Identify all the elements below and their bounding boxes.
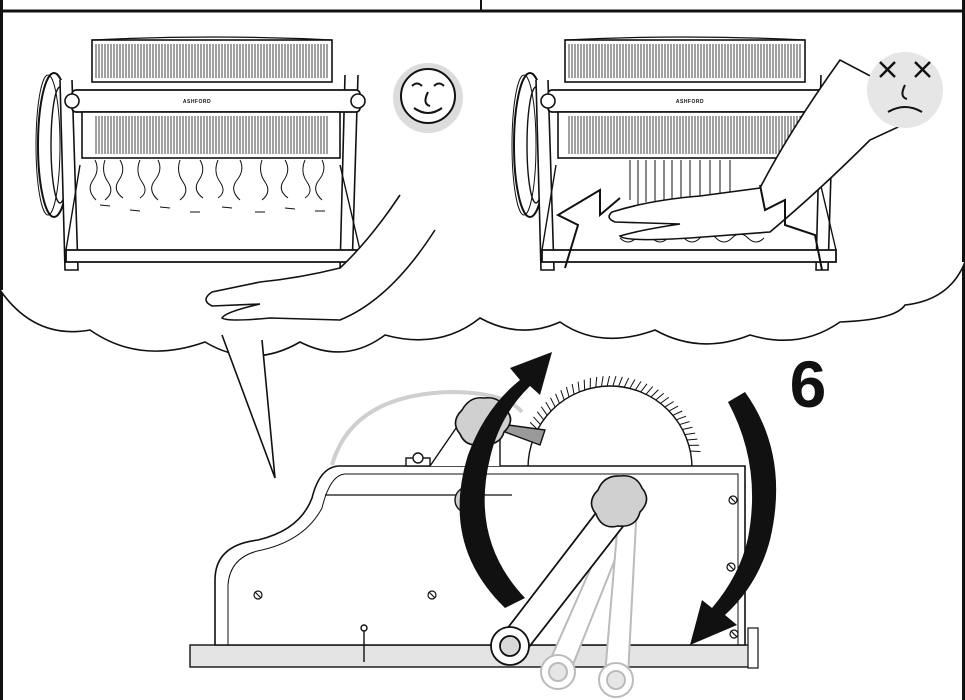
- left-drum-teeth: [95, 44, 328, 154]
- housing-screws: [253, 495, 739, 639]
- thought-cloud-tail: [221, 334, 276, 479]
- rotate-ccw-arrow-icon: [459, 352, 552, 608]
- side-view-post: [360, 624, 368, 662]
- left-brand-label: ASHFORD: [183, 99, 211, 105]
- danger-zigzag-left: [555, 188, 621, 269]
- unhappy-face-icon: [867, 52, 943, 128]
- danger-zigzag-right: [759, 184, 823, 271]
- step-number: 6: [790, 347, 827, 421]
- left-panel-carder: [35, 36, 366, 271]
- thought-cloud: [0, 261, 965, 357]
- left-fibers: [89, 159, 325, 201]
- right-brand-label: ASHFORD: [676, 99, 704, 105]
- left-hand: [205, 194, 436, 321]
- crank-handle[interactable]: [490, 474, 648, 666]
- right-hand: [608, 58, 937, 241]
- left-fiber-dashes: [99, 204, 325, 213]
- happy-face-icon: [393, 63, 463, 133]
- rotate-cw-arrow-icon: [690, 392, 777, 645]
- side-view-drum-teeth: [524, 375, 701, 453]
- crank-ghost-positions: [540, 518, 638, 698]
